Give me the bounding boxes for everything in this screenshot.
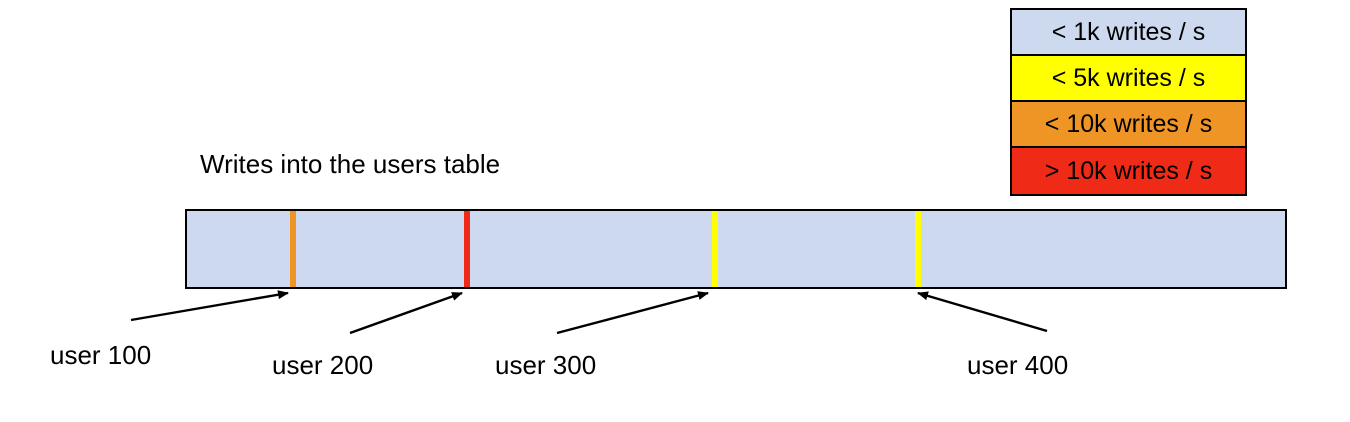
legend-row-gt-10k: > 10k writes / s xyxy=(1012,148,1245,194)
stripe-user-100 xyxy=(290,211,296,287)
legend-label-lt-1k: < 1k writes / s xyxy=(1051,17,1206,46)
callout-user-400: user 400 xyxy=(967,350,1069,380)
users-table-bar xyxy=(185,209,1287,289)
legend-label-gt-10k: > 10k writes / s xyxy=(1044,156,1213,185)
arrow-user-400 xyxy=(917,291,1048,333)
legend-label-lt-10k: < 10k writes / s xyxy=(1044,109,1213,138)
stripe-user-200 xyxy=(464,211,470,287)
arrow-user-100 xyxy=(130,290,289,322)
stripe-user-400 xyxy=(915,211,921,287)
arrow-user-300 xyxy=(556,291,709,335)
stripe-user-300 xyxy=(712,211,718,287)
callout-user-300: user 300 xyxy=(495,350,597,380)
legend-label-lt-5k: < 5k writes / s xyxy=(1051,63,1206,92)
arrow-user-200 xyxy=(349,291,463,335)
callout-user-200: user 200 xyxy=(272,350,374,380)
legend-row-lt-5k: < 5k writes / s xyxy=(1012,56,1245,102)
write-throughput-legend: < 1k writes / s < 5k writes / s < 10k wr… xyxy=(1010,8,1247,196)
callout-user-100: user 100 xyxy=(50,340,152,370)
chart-title: Writes into the users table xyxy=(200,149,501,179)
legend-row-lt-10k: < 10k writes / s xyxy=(1012,102,1245,148)
legend-row-lt-1k: < 1k writes / s xyxy=(1012,10,1245,56)
